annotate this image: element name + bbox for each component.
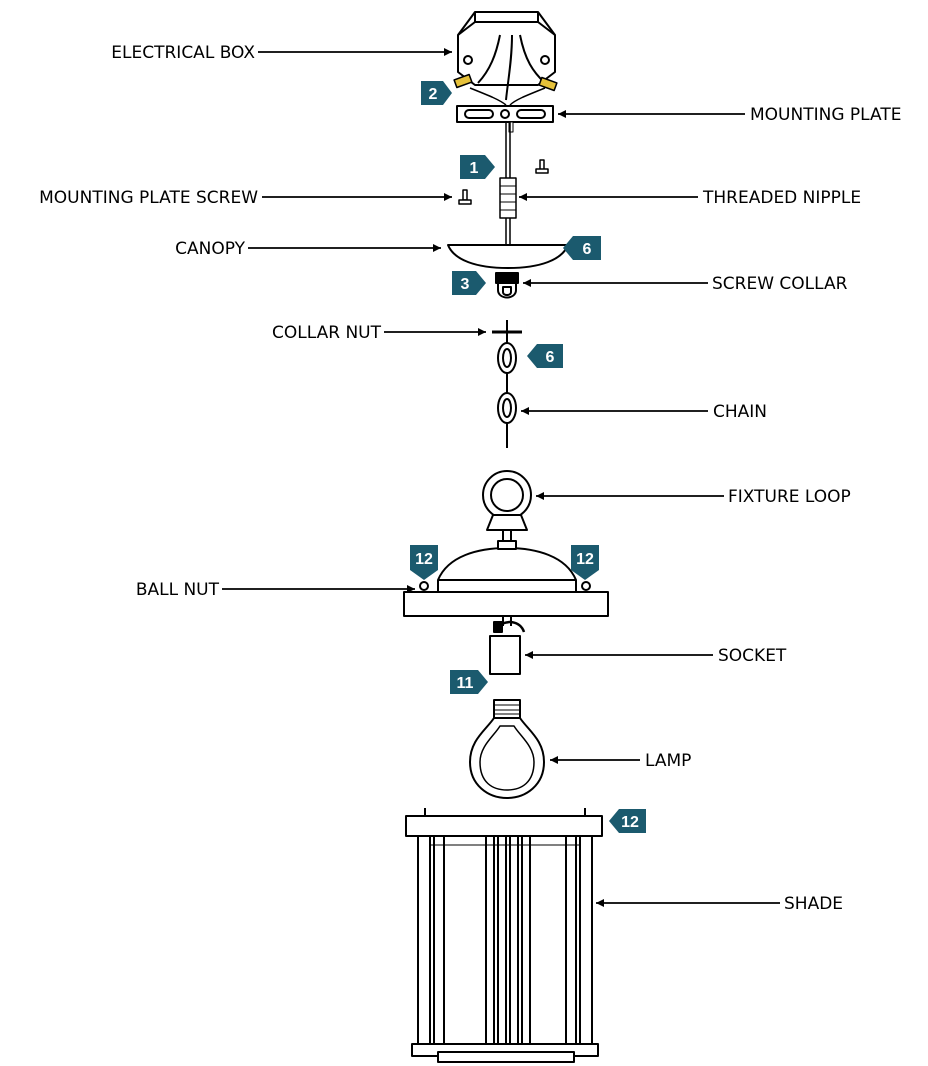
step-badge-6-chain: 6: [527, 344, 563, 368]
electrical-box: [453, 11, 558, 101]
chain: [497, 342, 517, 448]
collar-nut: [492, 320, 522, 345]
label-ball-nut: BALL NUT: [136, 580, 220, 600]
mounting-plate: [456, 87, 554, 133]
svg-text:1: 1: [470, 160, 479, 177]
lamp: [469, 699, 545, 799]
label-socket: SOCKET: [718, 646, 787, 666]
screw-collar: [495, 272, 519, 299]
svg-text:12: 12: [576, 551, 594, 568]
label-mounting-plate-screw: MOUNTING PLATE SCREW: [39, 188, 258, 208]
step-badge-12-shade: 12: [609, 809, 646, 833]
ball-nut: [419, 581, 591, 591]
fixture-loop: [482, 470, 532, 543]
svg-text:12: 12: [621, 814, 639, 831]
step-badge-11: 11: [450, 670, 488, 694]
label-collar-nut: COLLAR NUT: [272, 323, 382, 343]
svg-text:3: 3: [461, 276, 470, 293]
svg-text:12: 12: [415, 551, 433, 568]
label-mounting-plate: MOUNTING PLATE: [750, 105, 901, 125]
step-badge-2: 2: [421, 81, 452, 105]
step-badge-3: 3: [452, 271, 486, 295]
step-badge-1: 1: [460, 155, 495, 179]
svg-text:11: 11: [457, 675, 474, 692]
svg-text:6: 6: [583, 241, 592, 258]
label-fixture-loop: FIXTURE LOOP: [728, 487, 851, 507]
svg-text:6: 6: [546, 349, 555, 366]
socket: [489, 616, 526, 675]
step-badge-12-right: 12: [571, 545, 599, 580]
mounting-plate-screw: [458, 159, 549, 205]
label-chain: CHAIN: [713, 402, 767, 422]
label-shade: SHADE: [784, 894, 843, 914]
label-threaded-nipple: THREADED NIPPLE: [702, 188, 861, 208]
fixture-body: [403, 540, 609, 617]
label-electrical-box: ELECTRICAL BOX: [111, 43, 255, 63]
threaded-nipple: [499, 177, 517, 219]
label-canopy: CANOPY: [175, 239, 245, 259]
label-screw-collar: SCREW COLLAR: [712, 274, 848, 294]
step-badge-6-canopy: 6: [563, 236, 601, 260]
svg-text:2: 2: [429, 86, 438, 103]
label-lamp: LAMP: [645, 751, 691, 771]
shade: [405, 808, 603, 1063]
canopy: [447, 244, 569, 269]
step-badge-12-left: 12: [410, 545, 438, 580]
